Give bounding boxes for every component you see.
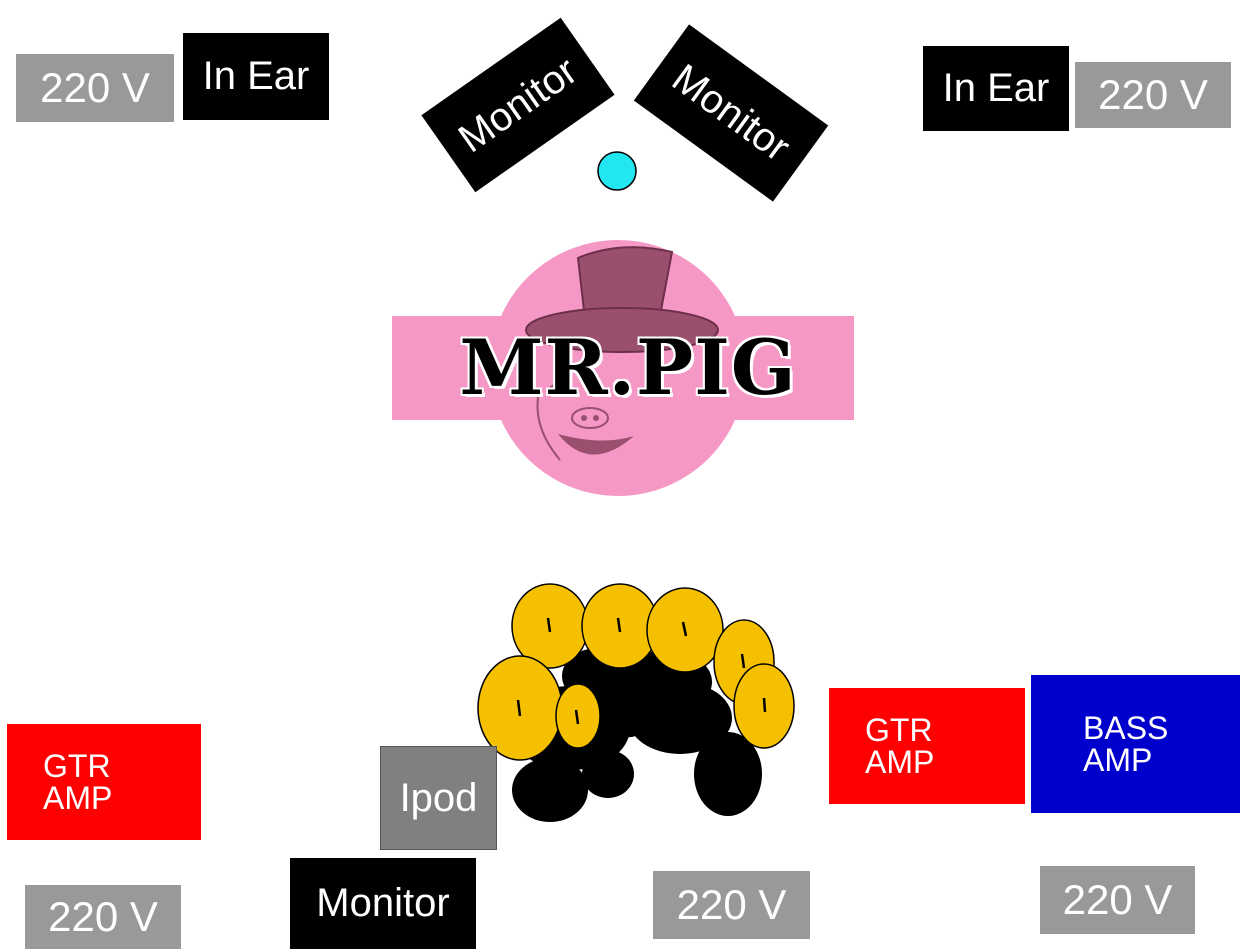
power-outlet-bottom-right: 220 V [1040,866,1195,934]
guitar-amp-right: GTR AMP [829,688,1025,804]
band-logo-text: MR.PIG [459,322,797,412]
drum-kit-icon [477,583,795,822]
amp-label-line-2: AMP [43,780,113,816]
power-outlet-bottom-left: 220 V [25,885,181,949]
monitor-wedge-front: Monitor [290,858,476,949]
power-outlet-top-left: 220 V [16,54,174,122]
singer-position-icon [597,151,637,191]
amp-label-line-1: GTR [43,748,111,784]
in-ear-monitor-left: In Ear [183,33,329,120]
amp-label-line-1: BASS [1083,710,1169,746]
ipod: Ipod [380,746,497,850]
monitor-wedge-right: Monitor [633,24,829,202]
pig-logo-icon [392,240,854,496]
power-outlet-bottom-center: 220 V [653,871,810,939]
guitar-amp-left: GTR AMP [7,724,201,840]
amp-label-line-2: AMP [1083,742,1153,778]
in-ear-monitor-right: In Ear [923,46,1069,131]
bass-amp: BASS AMP [1031,675,1240,813]
power-outlet-top-right: 220 V [1075,62,1231,128]
monitor-wedge-left: Monitor [421,17,615,193]
amp-label-line-2: AMP [865,744,935,780]
amp-label-line-1: GTR [865,712,933,748]
